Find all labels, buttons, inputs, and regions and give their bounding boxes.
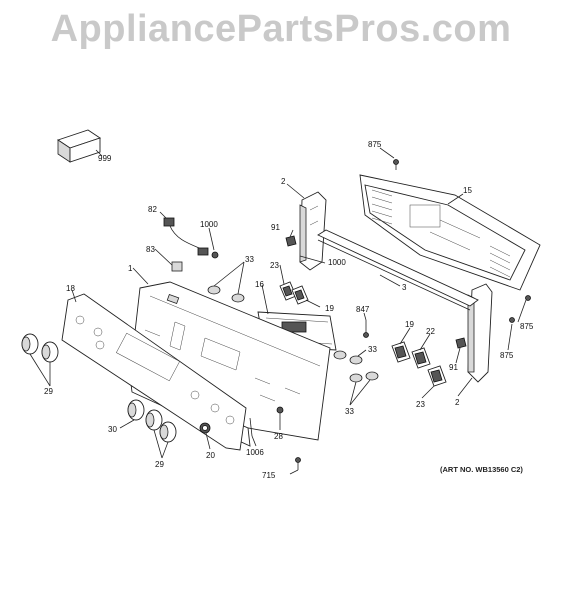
callout-1006: 1006 — [246, 448, 264, 457]
callout-18: 18 — [66, 284, 75, 293]
part-2-left-bracket — [299, 191, 327, 271]
part-875-screw-lower — [509, 317, 515, 323]
part-83-switch — [171, 261, 183, 272]
part-29-knobs-lower — [127, 399, 177, 443]
callout-28: 28 — [274, 432, 283, 441]
callout-29-lower: 29 — [155, 460, 164, 469]
part-847-pin — [363, 320, 369, 338]
callout-19-upper: 19 — [325, 304, 334, 313]
part-91-clip-left — [285, 235, 297, 247]
part-33-inserts-mid — [333, 350, 363, 365]
callout-91-right: 91 — [449, 363, 458, 372]
callout-23-lower: 23 — [416, 400, 425, 409]
callout-2-right: 2 — [455, 398, 460, 407]
callout-22: 22 — [426, 327, 435, 336]
callout-labels: 999 875 15 2 82 1000 91 1000 83 33 23 1 … — [44, 140, 534, 480]
part-15-rear-panel — [359, 174, 541, 291]
callout-33-lower: 33 — [345, 407, 354, 416]
part-28-clip — [276, 406, 284, 414]
callout-875-right: 875 — [520, 322, 534, 331]
callout-20: 20 — [206, 451, 215, 460]
part-29-knobs-left — [21, 333, 59, 363]
part-999-box — [56, 129, 103, 163]
callout-30: 30 — [108, 425, 117, 434]
callout-1000-upper: 1000 — [200, 220, 218, 229]
watermark-title: AppliancePartsPros.com — [50, 8, 512, 50]
callout-33-mid: 33 — [368, 345, 377, 354]
art-number: (ART NO. WB13560 C2) — [440, 465, 523, 474]
callout-1000-lower: 1000 — [328, 258, 346, 267]
part-18-faceplate — [61, 293, 247, 451]
part-82-wire-harness — [163, 217, 209, 256]
callout-875-top: 875 — [368, 140, 382, 149]
part-1000-connector — [211, 251, 219, 259]
part-19-22-23-switch-blocks-right — [391, 341, 447, 387]
callout-23-upper: 23 — [270, 261, 279, 270]
callout-83: 83 — [146, 245, 155, 254]
part-20-knob — [199, 422, 211, 434]
leader-lines — [29, 147, 527, 475]
part-715-screw — [295, 457, 301, 470]
callout-847: 847 — [356, 305, 370, 314]
part-33-inserts-upper — [207, 285, 245, 303]
callout-875-lower: 875 — [500, 351, 514, 360]
part-3-rail — [317, 229, 479, 311]
callout-1: 1 — [128, 264, 133, 273]
callout-33-upper: 33 — [245, 255, 254, 264]
callout-2-left: 2 — [281, 177, 286, 186]
callout-715: 715 — [262, 471, 276, 480]
part-91-clip-right — [455, 337, 467, 349]
callout-15: 15 — [463, 186, 472, 195]
part-1006-screw — [249, 417, 253, 437]
callout-3: 3 — [402, 283, 407, 292]
callout-82: 82 — [148, 205, 157, 214]
part-875-screw-right — [525, 295, 531, 301]
callout-999: 999 — [98, 154, 112, 163]
part-23-switch-block-upper — [279, 281, 309, 305]
part-875-screw-top — [393, 159, 399, 170]
callout-19-right: 19 — [405, 320, 414, 329]
part-33-inserts-lower — [349, 371, 379, 383]
callout-91-left: 91 — [271, 223, 280, 232]
callout-16: 16 — [255, 280, 264, 289]
callout-29-left: 29 — [44, 387, 53, 396]
